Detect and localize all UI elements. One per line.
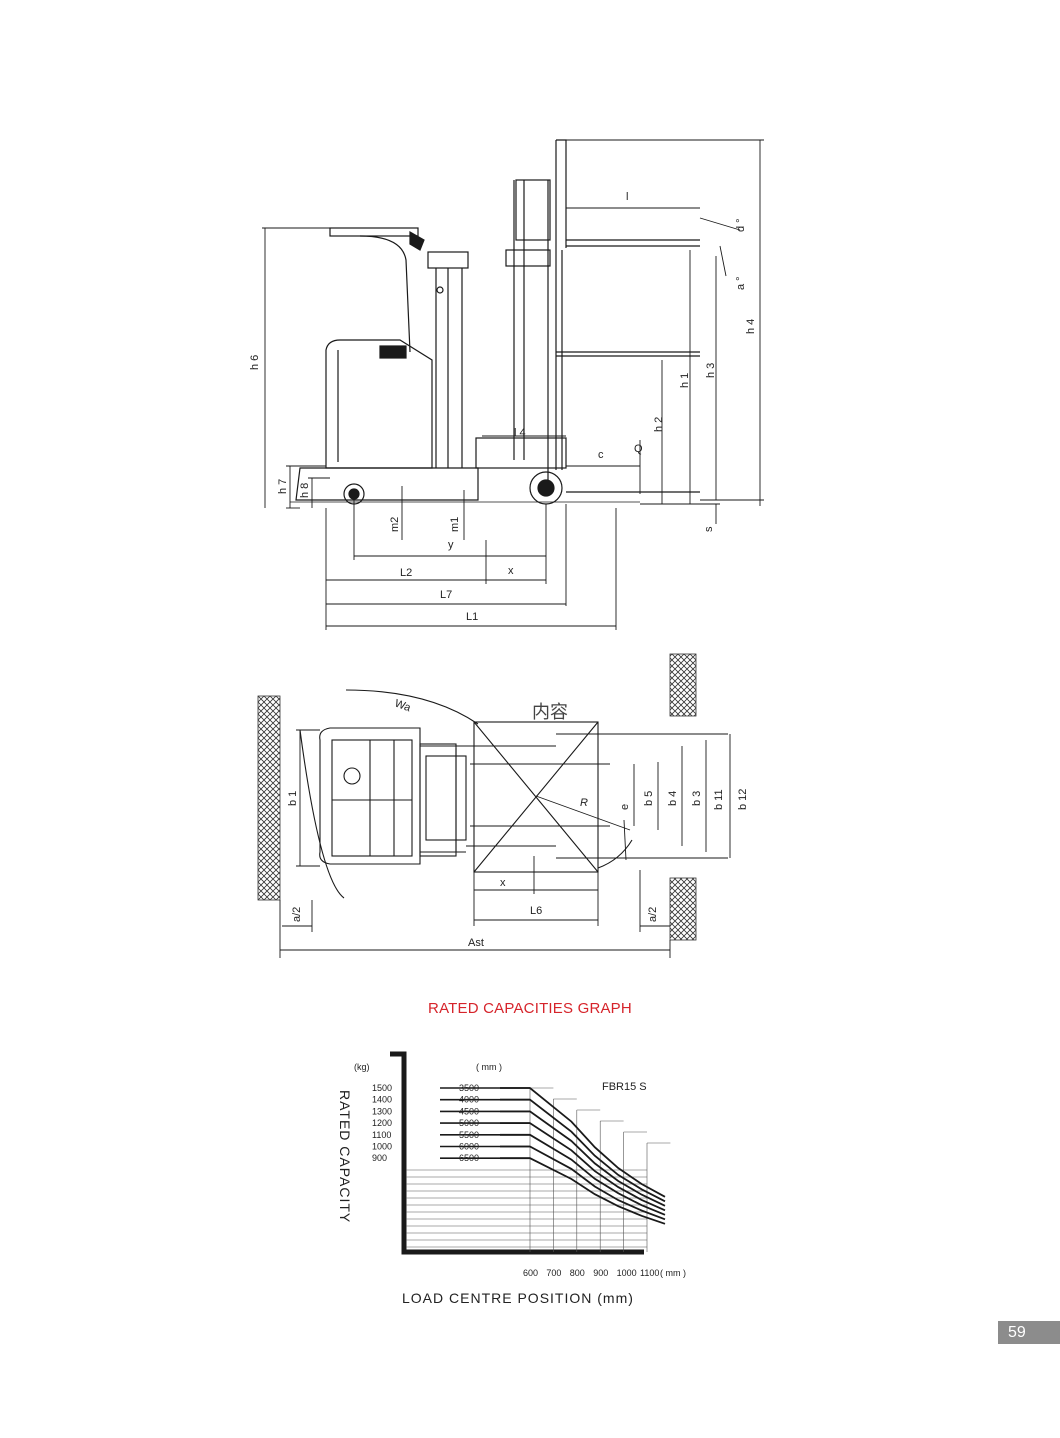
x-tick-900: 900 (593, 1268, 608, 1278)
capacity-curve-6500 (500, 1157, 666, 1225)
dim-label-Wa: Wa (393, 698, 413, 715)
side-view-labels: h 6 h 7 h 8 m2 m1 y L2 x L7 L1 l 4 c Q l… (249, 191, 757, 623)
dim-label-x-top: x (500, 877, 506, 889)
series-label-4500: 4500 (459, 1106, 479, 1116)
dim-label-b11: b 11 (713, 789, 725, 810)
dim-label-h6: h 6 (249, 355, 261, 370)
series-label-3500: 3500 (459, 1083, 479, 1093)
x-tick-600: 600 (523, 1268, 538, 1278)
x-tick-800: 800 (570, 1268, 585, 1278)
side-view-drawing (290, 139, 700, 505)
dim-label-c: c (598, 449, 604, 461)
capacity-graph-grid (406, 1087, 671, 1252)
dim-label-a2-left: a/2 (291, 907, 303, 922)
dim-label-b3: b 3 (691, 791, 703, 806)
series-label-4000: 4000 (459, 1095, 479, 1105)
page-number: 59 (998, 1321, 1060, 1344)
dim-label-L1: L1 (466, 611, 478, 623)
dim-label-a-angle: a ° (735, 276, 747, 290)
dim-label-L6: L6 (530, 905, 542, 917)
dim-label-m2: m2 (389, 517, 401, 532)
dim-label-y: y (448, 539, 454, 551)
watermark-text: 内容 (532, 702, 568, 723)
capacity-curve-3500 (500, 1087, 666, 1198)
y-tick-1100: 1100 (372, 1130, 391, 1140)
side-view-dimension-lines (262, 139, 764, 630)
dim-label-R: R (580, 797, 588, 809)
graph-title: RATED CAPACITIES GRAPH (428, 1000, 632, 1017)
y-tick-1500: 1500 (372, 1083, 392, 1093)
y-tick-1400: 1400 (372, 1095, 392, 1105)
graph-x-unit-top: ( mm ) (476, 1062, 502, 1072)
top-view-drawing (299, 689, 728, 899)
dim-label-b4: b 4 (667, 791, 679, 806)
top-view-dimension-lines (279, 729, 731, 958)
dim-label-Ast: Ast (468, 937, 484, 949)
dim-label-b1: b 1 (287, 791, 299, 806)
top-view-walls (257, 653, 697, 941)
y-tick-1200: 1200 (372, 1118, 392, 1128)
dim-label-h4: h 4 (745, 319, 757, 334)
dim-label-l: l (626, 191, 628, 203)
dim-label-h8: h 8 (299, 483, 311, 498)
dim-label-s: s (703, 526, 715, 532)
capacity-curve-4500 (500, 1110, 666, 1207)
dim-label-L7: L7 (440, 589, 452, 601)
dim-label-l4: l 4 (514, 427, 526, 439)
x-tick-1100: 1100 (640, 1268, 659, 1278)
capacity-graph-curves (500, 1087, 666, 1225)
series-label-6000: 6000 (459, 1142, 479, 1152)
capacity-graph-labels: (kg) ( mm ) FBR15 S RATED CAPACITY LOAD … (337, 1062, 686, 1306)
dim-label-d-angle: d ° (735, 218, 747, 232)
x-tick-700: 700 (546, 1268, 561, 1278)
y-tick-900: 900 (372, 1153, 387, 1163)
graph-y-unit: (kg) (354, 1062, 370, 1072)
series-label-6500: 6500 (459, 1153, 479, 1163)
dim-label-e: e (619, 804, 631, 810)
dim-label-b5: b 5 (643, 791, 655, 806)
y-tick-1300: 1300 (372, 1106, 392, 1116)
capacity-graph-frame (390, 1051, 644, 1255)
dim-label-m1: m1 (449, 517, 461, 532)
dim-label-x-side: x (508, 565, 514, 577)
capacity-curve-5500 (500, 1133, 666, 1216)
dim-label-h2: h 2 (653, 417, 665, 432)
series-label-5000: 5000 (459, 1118, 479, 1128)
dim-label-h3: h 3 (705, 363, 717, 378)
dim-label-h7: h 7 (277, 479, 289, 494)
graph-x-tick-suffix: ( mm ) (660, 1268, 686, 1278)
dim-label-b12: b 12 (737, 789, 749, 810)
capacity-curve-5000 (500, 1122, 666, 1212)
y-tick-1000: 1000 (372, 1142, 392, 1152)
capacity-curve-6000 (500, 1145, 666, 1221)
x-tick-1000: 1000 (617, 1268, 637, 1278)
dim-label-L2: L2 (400, 567, 412, 579)
graph-y-axis-label: RATED CAPACITY (337, 1090, 353, 1223)
dim-label-h1: h 1 (679, 373, 691, 388)
top-view-labels: 内容 Wa b 1 R e b 5 b 4 b 3 b 11 b 12 x L6… (287, 698, 749, 949)
graph-x-axis-label: LOAD CENTRE POSITION (mm) (402, 1290, 634, 1306)
capacity-curve-4000 (500, 1098, 666, 1203)
dim-label-Q: Q (634, 443, 643, 455)
dim-label-a2-right: a/2 (647, 907, 659, 922)
series-label-5500: 5500 (459, 1130, 479, 1140)
graph-model-label: FBR15 S (602, 1081, 647, 1093)
